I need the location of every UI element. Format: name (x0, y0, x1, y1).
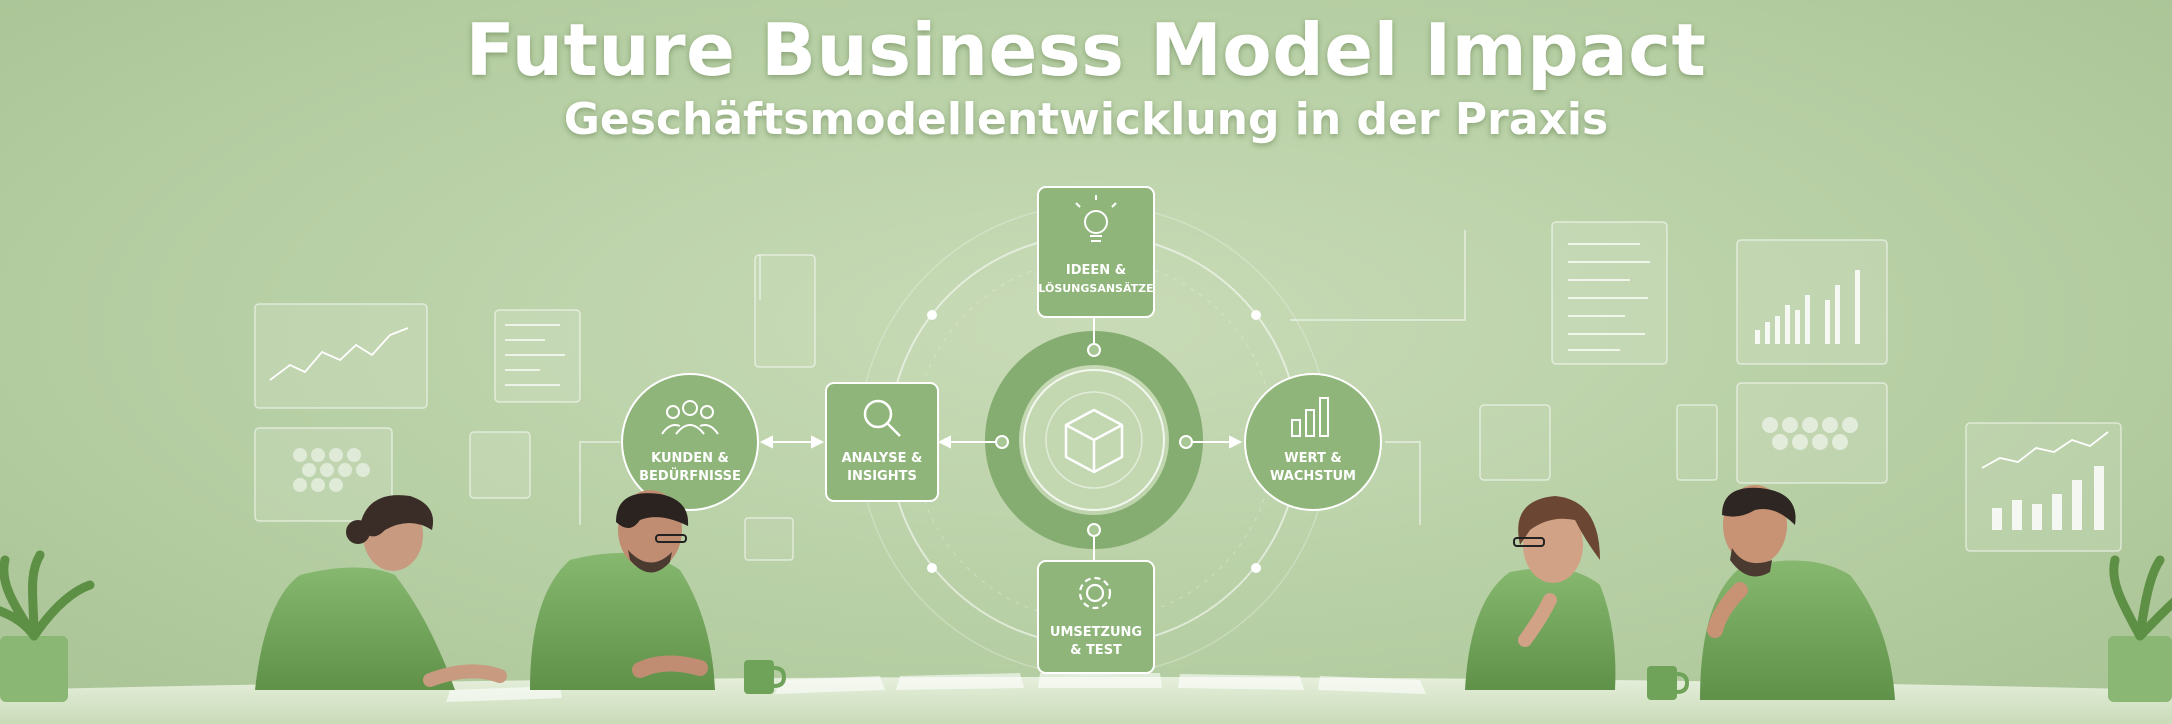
mug-left (744, 660, 787, 694)
page-subtitle: Geschäftsmodellentwicklung in der Praxis (563, 94, 1609, 145)
person-man-right (1700, 485, 1895, 700)
analysis-line2: INSIGHTS (847, 469, 917, 484)
node-analysis (825, 382, 939, 502)
line-chart-graphic (269, 327, 409, 381)
gear-icon (1078, 576, 1112, 610)
text-lines-right (1568, 243, 1650, 351)
ideas-line1: IDEEN & (1065, 263, 1127, 278)
lightbulb-icon (1075, 195, 1117, 242)
side-lines (579, 230, 1466, 525)
node-implementation-label: UMSETZUNG & TEST (1038, 624, 1154, 660)
customers-line2: BEDÜRFNISSE (639, 469, 741, 484)
node-customers-label: KUNDEN & BEDÜRFNISSE (622, 450, 758, 486)
page-title: Future Business Model Impact (465, 8, 1707, 92)
mug-right (1647, 666, 1690, 700)
bars-graphic-2 (1992, 466, 2104, 530)
node-customers (621, 373, 759, 511)
person-woman-left (255, 495, 507, 690)
implementation-line2: & TEST (1070, 643, 1122, 658)
ideas-line2: LÖSUNGSANSÄTZE (1038, 282, 1154, 295)
text-lines-left (505, 324, 565, 386)
hex-graphic (293, 448, 370, 492)
people-icon (661, 400, 719, 435)
hex-graphic-right (1762, 417, 1858, 450)
person-man-left (530, 490, 715, 690)
papers-on-table (446, 673, 1426, 702)
plant-left (0, 550, 95, 702)
growth-line1: WERT & (1284, 451, 1342, 466)
node-growth-label: WERT & WACHSTUM (1245, 450, 1381, 486)
node-analysis-label: ANALYSE & INSIGHTS (826, 450, 938, 486)
bar-chart-icon (1291, 397, 1329, 437)
bars-graphic-1 (1755, 270, 1860, 344)
node-ideas-label: IDEEN & LÖSUNGSANSÄTZE (1038, 262, 1154, 298)
magnifier-icon (863, 399, 901, 437)
holo-panels-right (1479, 221, 2122, 552)
node-ideas (1037, 186, 1155, 318)
connectors (759, 310, 1261, 573)
analysis-line1: ANALYSE & (841, 451, 923, 466)
node-growth (1244, 373, 1382, 511)
cube-icon (1064, 408, 1124, 474)
plant-right (2108, 555, 2172, 702)
implementation-line1: UMSETZUNG (1049, 625, 1143, 640)
growth-line2: WACHSTUM (1270, 469, 1356, 484)
customers-line1: KUNDEN & (651, 451, 729, 466)
person-woman-right (1465, 496, 1616, 690)
line-chart-right (1981, 431, 2109, 469)
